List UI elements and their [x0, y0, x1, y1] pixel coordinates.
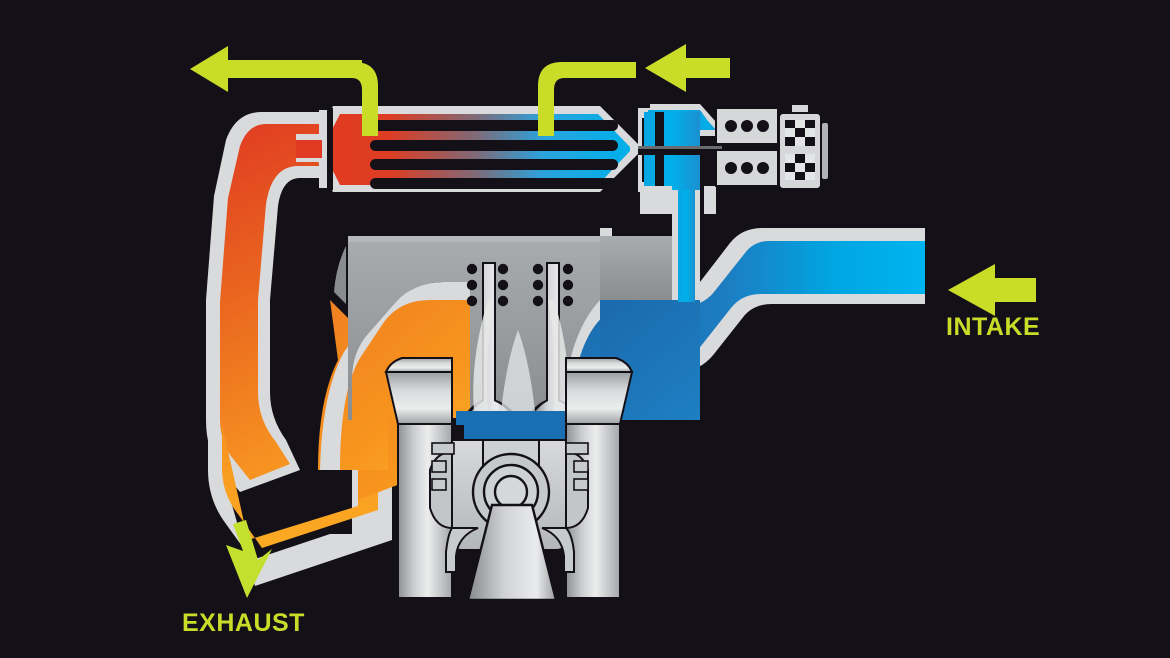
exhaust-valve [460, 262, 520, 424]
valve-spring-dots [466, 263, 574, 307]
intake-air-arrow [948, 264, 1036, 316]
connecting-rod [466, 503, 558, 602]
egr-valve [638, 104, 722, 302]
electrical-connector [778, 103, 830, 190]
egr-cooler [296, 106, 640, 192]
coolant-outlet-arrow [190, 46, 362, 92]
egr-valve-actuator [715, 107, 779, 187]
coolant-inlet-arrow [645, 44, 730, 92]
egr-valve-disc [638, 146, 722, 155]
valve-seat-flare-left [473, 300, 494, 412]
egr-feed-pipe [206, 112, 332, 492]
egr-cooler-tubes [370, 120, 618, 189]
exhaust-gas-arrow [226, 520, 272, 598]
coolant-inlet-pipe [538, 62, 636, 136]
piston-skirt-bracket [445, 527, 479, 573]
intake-label: INTAKE [946, 313, 1040, 341]
exhaust-label: EXHAUST [182, 609, 305, 637]
cooler-inlet-flange [319, 110, 329, 188]
valve-seat-flare-right [548, 300, 569, 412]
